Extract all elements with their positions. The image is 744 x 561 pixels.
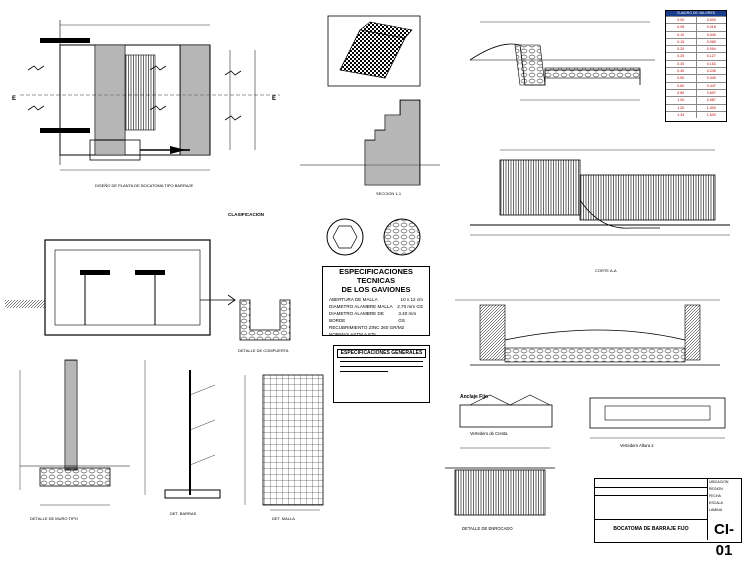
spec-gaviones-title-2: DE LOS GAVIONES (341, 285, 411, 294)
elevation-view (470, 149, 730, 236)
gate-detail (239, 299, 291, 341)
classification-label: CLASIFICACION (228, 212, 265, 217)
crest-label: Vertedero de Cresta (470, 431, 508, 436)
table-cell: 1.530 (695, 111, 727, 119)
table-cell: 0.20 (677, 47, 685, 52)
table-cell: 1.20 (677, 105, 685, 110)
intake-plan (5, 239, 237, 336)
table-cell: 1.00 (677, 98, 685, 103)
channel-section (455, 299, 720, 366)
table-row: 0.05 0.018 (666, 23, 727, 31)
table-row: 0.15 0.065 (666, 37, 727, 46)
section-label: SECCION 1-1 (376, 191, 402, 196)
spec-generales-box: ESPECIFICACIONES GENERALES (333, 345, 430, 403)
gate-label: DETALLE DE COMPUERTA (238, 348, 289, 353)
spec-row: NORMAS ASTM A 975 (329, 332, 376, 337)
isometric-view (327, 15, 421, 87)
mesh-grid (262, 374, 324, 506)
mesh-label: DET. MALLA (272, 516, 295, 521)
spec-row: RECUBRIMIENTO ZINC 260 GR/M2 (329, 325, 405, 330)
wall-label: DETALLE DE MURO TIPO (30, 516, 78, 521)
spec-generales-title: ESPECIFICACIONES GENERALES (337, 349, 426, 358)
table-row: 1.00 0.987 (666, 96, 727, 104)
project-name: BOCATOMA DE BARRAJE FIJO (613, 526, 689, 532)
wall-section (20, 359, 130, 487)
mesh-circles (326, 218, 421, 256)
crest-detail (459, 394, 553, 428)
title-field-labels: UBICACION REGION FECHA ESCALA LAMINA (709, 480, 729, 512)
table-row: 1.20 1.300 (666, 103, 727, 111)
table-row: 0.60 0.447 (666, 81, 727, 89)
table-cell: 0.018 (695, 24, 727, 31)
crest2-label: Vertedero Altura 2 (620, 443, 654, 448)
table-row: 0.50 0.340 (666, 74, 727, 82)
table-cell: 0.040 (695, 31, 727, 38)
bars-label: DET. BARRAS (170, 511, 197, 516)
plan-view: E E (12, 20, 280, 171)
title-fields (595, 479, 708, 520)
spec-gaviones-box: ESPECIFICACIONES TECNICAS DE LOS GAVIONE… (322, 266, 430, 337)
crest-detail-2 (589, 397, 726, 429)
table-cell: 0.000 (695, 17, 727, 24)
table-cell: 0.60 (677, 83, 685, 88)
gabion-section (300, 99, 440, 186)
plan-caption: DISEÑO DE PLANTA DE BOCATOMA TIPO BARRAJ… (95, 183, 194, 188)
table-row: 0.10 0.040 (666, 30, 727, 38)
table-cell: 0.25 (677, 54, 685, 59)
svg-text:E: E (272, 96, 276, 102)
svg-text:E: E (12, 96, 16, 102)
table-cell: 0.163 (695, 60, 727, 68)
sheet-number: CI-01 (707, 519, 740, 559)
table-cell: 0.15 (677, 39, 685, 44)
table-cell: 0.065 (695, 38, 727, 46)
table-cell: 0.987 (695, 97, 727, 104)
table-cell: 0.127 (695, 53, 727, 60)
table-row: 0.40 0.245 (666, 67, 727, 75)
table-cell: 0.05 (677, 25, 685, 30)
table-cell: 0.094 (695, 46, 727, 53)
table-cell: 0.40 (677, 69, 685, 74)
table-row: 0.25 0.127 (666, 52, 727, 60)
table-cell: 0.30 (677, 61, 685, 66)
enrocado-detail (445, 467, 555, 516)
title-block: UBICACION REGION FECHA ESCALA LAMINA BOC… (594, 478, 742, 559)
table-cell: 0.50 (677, 76, 685, 81)
table-row: 0.20 0.094 (666, 45, 727, 53)
table-cell: 0.80 (677, 90, 685, 95)
enrocado-label: DETALLE DE ENROCADO (462, 526, 513, 531)
table-row: 0.80 0.697 (666, 88, 727, 97)
corte-label: CORTE A-A (595, 268, 617, 273)
table-cell: 0.00 (677, 18, 685, 22)
table-row: 0.30 0.163 (666, 59, 727, 68)
profile-view (469, 21, 655, 101)
anchor-label: Anclaje Fijo (460, 394, 488, 400)
bar-detail (164, 370, 221, 499)
dimension-lines (19, 360, 725, 511)
table-header: CUADRO DE VALORES (666, 11, 726, 16)
spec-gaviones-title-1: ESPECIFICACIONES TECNICAS (339, 267, 413, 285)
table-cell: 0.340 (695, 75, 727, 82)
table-cell: 1.300 (695, 104, 727, 111)
table-cell: 0.447 (695, 82, 727, 89)
table-cell: 0.10 (677, 32, 685, 37)
table-cell: 0.697 (695, 89, 727, 97)
table-row: 1.34 1.530 (666, 110, 727, 119)
table-row: 0.00 0.000 (666, 16, 727, 24)
table-cell: 1.34 (677, 112, 685, 117)
drawing-canvas: E E (5, 15, 730, 531)
table-cell: 0.245 (695, 68, 727, 75)
